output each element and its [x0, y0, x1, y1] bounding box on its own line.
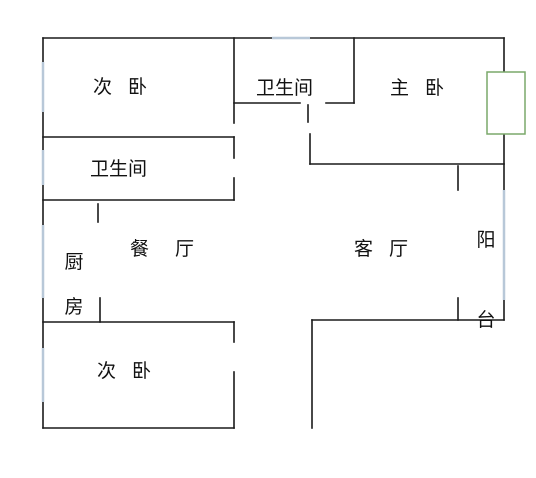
room-label-bathroom-top: 卫生间: [256, 77, 314, 99]
room-label-balcony: 阳台: [476, 229, 496, 331]
windows: [41, 36, 506, 402]
fixture-rectangle: [486, 71, 526, 135]
room-label-master-bedroom: 主卧: [390, 77, 461, 99]
room-label-dining-living: 餐厅: [130, 238, 221, 260]
room-label-bedroom2-top: 次卧: [93, 76, 164, 98]
room-label-living-room: 客厅: [354, 238, 425, 260]
room-label-kitchen: 厨房: [64, 251, 84, 318]
room-label-bathroom-left: 卫生间: [90, 158, 148, 180]
room-label-bedroom2-bottom: 次卧: [97, 360, 168, 382]
